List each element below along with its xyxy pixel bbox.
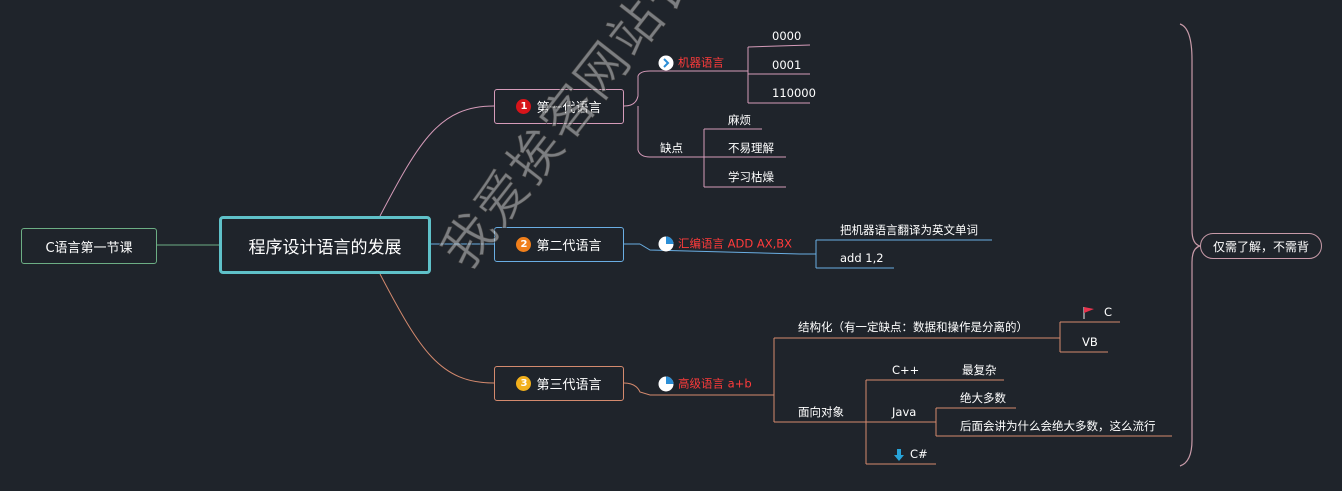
machine-language-label: 机器语言	[678, 55, 724, 70]
gen1-node[interactable]: 1 第一代语言	[494, 89, 624, 124]
root-node[interactable]: C语言第一节课	[21, 228, 157, 264]
lang-c-label: C	[1104, 305, 1113, 319]
java-note-popular[interactable]: 后面会讲为什么会绝大多数，这么流行	[960, 419, 1156, 433]
lang-c[interactable]: C	[1082, 305, 1112, 320]
gen1-label: 第一代语言	[536, 101, 602, 116]
code-0000[interactable]: 0000	[772, 29, 802, 43]
gen2-node[interactable]: 2 第二代语言	[494, 227, 624, 262]
lang-cpp[interactable]: C++	[892, 363, 920, 377]
gen2-connectors	[624, 239, 992, 269]
oop-topic[interactable]: 面向对象	[798, 405, 844, 419]
assembly-language-label: 汇编语言 ADD AX,BX	[678, 236, 793, 251]
flaw-troublesome[interactable]: 麻烦	[728, 113, 751, 127]
translate-note[interactable]: 把机器语言翻译为英文单词	[840, 223, 978, 237]
gen3-connectors	[623, 321, 1172, 465]
central-topic[interactable]: 程序设计语言的发展	[219, 216, 431, 274]
gen2-label: 第二代语言	[536, 239, 602, 254]
central-topic-label: 程序设计语言的发展	[248, 237, 402, 258]
priority-1-icon: 1	[516, 99, 532, 114]
gen3-node[interactable]: 3 第三代语言	[494, 366, 624, 401]
code-0001[interactable]: 0001	[772, 58, 802, 72]
flaw-hard-to-understand[interactable]: 不易理解	[728, 141, 774, 155]
summary-label: 仅需了解，不需背	[1212, 239, 1309, 254]
machine-language-topic[interactable]: 机器语言	[658, 55, 724, 71]
lang-java[interactable]: Java	[892, 405, 917, 419]
root-node-label: C语言第一节课	[45, 240, 133, 256]
connector-central-gen1	[379, 105, 495, 217]
progress-quarter-icon	[658, 236, 674, 252]
priority-2-icon: 2	[516, 237, 532, 252]
java-note-majority[interactable]: 绝大多数	[960, 391, 1006, 405]
cpp-note[interactable]: 最复杂	[962, 363, 997, 377]
flaws-topic[interactable]: 缺点	[660, 141, 683, 155]
structured-topic[interactable]: 结构化（有一定缺点：数据和操作是分离的）	[798, 320, 1028, 334]
flaw-boring[interactable]: 学习枯燥	[728, 170, 774, 184]
red-flag-icon	[1083, 306, 1094, 319]
add-example[interactable]: add 1,2	[840, 251, 884, 265]
summary-brace	[1179, 23, 1201, 467]
lang-csharp-label: C#	[910, 447, 928, 461]
gen3-label: 第三代语言	[536, 378, 602, 393]
lang-vb[interactable]: VB	[1082, 335, 1098, 349]
gen1-connectors	[623, 44, 811, 188]
summary-node[interactable]: 仅需了解，不需背	[1200, 233, 1322, 259]
code-110000[interactable]: 110000	[772, 86, 816, 100]
high-level-language-topic[interactable]: 高级语言 a+b	[658, 376, 752, 392]
lang-csharp[interactable]: C#	[892, 447, 928, 462]
arrow-down-icon	[894, 448, 904, 461]
progress-quarter-icon	[658, 376, 674, 392]
high-level-language-label: 高级语言 a+b	[678, 376, 752, 391]
priority-3-icon: 3	[516, 376, 532, 391]
assembly-language-topic[interactable]: 汇编语言 ADD AX,BX	[658, 236, 792, 252]
arrow-right-circle-icon	[658, 55, 674, 71]
connector-central-gen3	[379, 273, 495, 384]
